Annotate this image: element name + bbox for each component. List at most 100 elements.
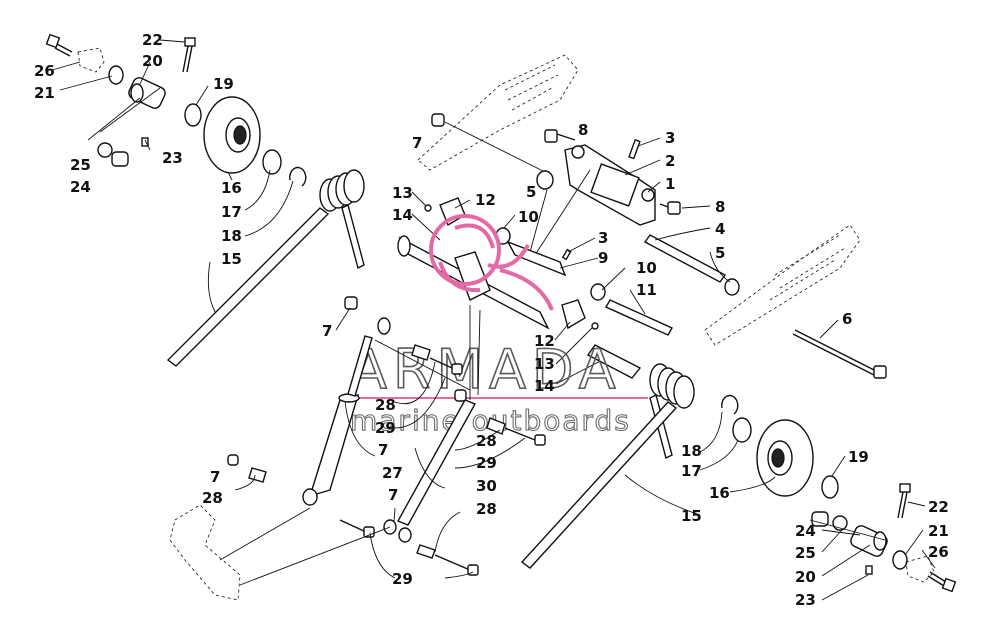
callout-29: 29 bbox=[375, 419, 396, 437]
lower-rail-section bbox=[704, 224, 887, 379]
callout-13: 13 bbox=[392, 184, 413, 202]
callout-8: 8 bbox=[715, 198, 725, 216]
callout-22: 22 bbox=[142, 31, 163, 49]
bolt-29-right bbox=[534, 434, 546, 446]
pivot-arm-9 bbox=[506, 240, 567, 277]
callout-3: 3 bbox=[665, 129, 675, 147]
left-idler-assembly bbox=[45, 33, 365, 367]
callout-25: 25 bbox=[70, 156, 91, 174]
spacer-28-upper bbox=[411, 344, 431, 361]
washer-19-right bbox=[821, 475, 839, 499]
callout-1: 1 bbox=[665, 175, 675, 193]
bolt-22-left bbox=[182, 37, 196, 73]
callout-13: 13 bbox=[534, 355, 555, 373]
bushing-25-right bbox=[832, 515, 848, 531]
shaft-11 bbox=[605, 299, 673, 336]
callout-5: 5 bbox=[715, 244, 725, 262]
bearing-17-right bbox=[732, 417, 752, 443]
clip-18-right bbox=[721, 394, 739, 415]
callout-27: 27 bbox=[382, 464, 403, 482]
callout-22: 22 bbox=[928, 498, 949, 516]
idler-wheel-16-left bbox=[203, 96, 261, 174]
callout-19: 19 bbox=[848, 448, 869, 466]
callout-21: 21 bbox=[34, 84, 55, 102]
bushing-24-left bbox=[111, 151, 129, 167]
nut-7-top bbox=[431, 113, 445, 127]
callout-30: 30 bbox=[476, 477, 497, 495]
callout-10: 10 bbox=[518, 208, 539, 226]
callout-7: 7 bbox=[412, 134, 422, 152]
bolt-26-left bbox=[45, 33, 73, 57]
callout-7: 7 bbox=[322, 322, 332, 340]
watermark-brand: ARMADA bbox=[350, 338, 622, 401]
bearing-17-left bbox=[262, 149, 282, 175]
callout-26: 26 bbox=[928, 543, 949, 561]
callout-2: 2 bbox=[665, 152, 675, 170]
callout-23: 23 bbox=[162, 149, 183, 167]
callout-10: 10 bbox=[636, 259, 657, 277]
washer-19-left bbox=[184, 103, 202, 127]
callout-28: 28 bbox=[476, 500, 497, 518]
bushing-25-left bbox=[97, 142, 113, 158]
callout-8: 8 bbox=[578, 121, 588, 139]
callout-28: 28 bbox=[476, 432, 497, 450]
callout-29: 29 bbox=[392, 570, 413, 588]
link-arm-30 bbox=[397, 399, 476, 526]
callout-26: 26 bbox=[34, 62, 55, 80]
shaft-4 bbox=[643, 234, 727, 283]
callout-24: 24 bbox=[795, 522, 816, 540]
bumper-12-lower bbox=[561, 299, 586, 330]
shock-body-27 bbox=[308, 393, 360, 498]
callout-9: 9 bbox=[598, 249, 608, 267]
torsion-spring-15-left bbox=[166, 169, 365, 367]
spacer-21-left bbox=[108, 65, 124, 85]
callout-11: 11 bbox=[636, 281, 657, 299]
front-arm-bracket bbox=[529, 129, 740, 296]
shock-upper-eye bbox=[377, 317, 391, 335]
callout-7: 7 bbox=[210, 468, 220, 486]
callout-4: 4 bbox=[715, 220, 725, 238]
bushing-5-lower bbox=[724, 278, 740, 296]
callout-15: 15 bbox=[681, 507, 702, 525]
pivot-block-20-left bbox=[128, 77, 166, 109]
ring-13-lower bbox=[591, 322, 599, 330]
callout-5: 5 bbox=[526, 183, 536, 201]
spacer-28-lower bbox=[416, 544, 436, 559]
bolt-26-right bbox=[927, 571, 957, 593]
callout-29: 29 bbox=[476, 454, 497, 472]
callout-23: 23 bbox=[795, 591, 816, 609]
callout-16: 16 bbox=[221, 179, 242, 197]
roll-pin-3-top bbox=[628, 138, 641, 160]
bolt-22-right bbox=[897, 483, 911, 519]
bushing-10-lower bbox=[590, 283, 606, 301]
idler-wheel-16-right bbox=[756, 419, 814, 497]
callout-28: 28 bbox=[375, 396, 396, 414]
nut-7-mid bbox=[454, 389, 467, 402]
upper-rail-section bbox=[417, 54, 579, 173]
callout-17: 17 bbox=[221, 203, 242, 221]
nut-7-left bbox=[344, 296, 358, 310]
callout-12: 12 bbox=[534, 332, 555, 350]
spacer-28-far-left bbox=[248, 467, 267, 483]
bracket-plate-right bbox=[905, 555, 935, 583]
bolt-29-lower bbox=[467, 564, 479, 576]
callout-24: 24 bbox=[70, 178, 91, 196]
callout-6: 6 bbox=[842, 310, 852, 328]
callout-14: 14 bbox=[392, 206, 413, 224]
bracket-plate-left bbox=[77, 47, 105, 73]
callout-15: 15 bbox=[221, 250, 242, 268]
callout-21: 21 bbox=[928, 522, 949, 540]
armada-logo-mark bbox=[429, 214, 554, 311]
bolt-8-top bbox=[544, 129, 576, 143]
callout-25: 25 bbox=[795, 544, 816, 562]
bolt-29-upper bbox=[451, 363, 463, 375]
callout-12: 12 bbox=[475, 191, 496, 209]
bushing-5-top bbox=[536, 170, 554, 190]
long-bolt-6 bbox=[792, 329, 887, 379]
callout-7: 7 bbox=[378, 441, 388, 459]
callout-20: 20 bbox=[142, 52, 163, 70]
spacer-21-right bbox=[892, 550, 908, 570]
callout-19: 19 bbox=[213, 75, 234, 93]
rear-shock-assembly bbox=[169, 296, 546, 601]
